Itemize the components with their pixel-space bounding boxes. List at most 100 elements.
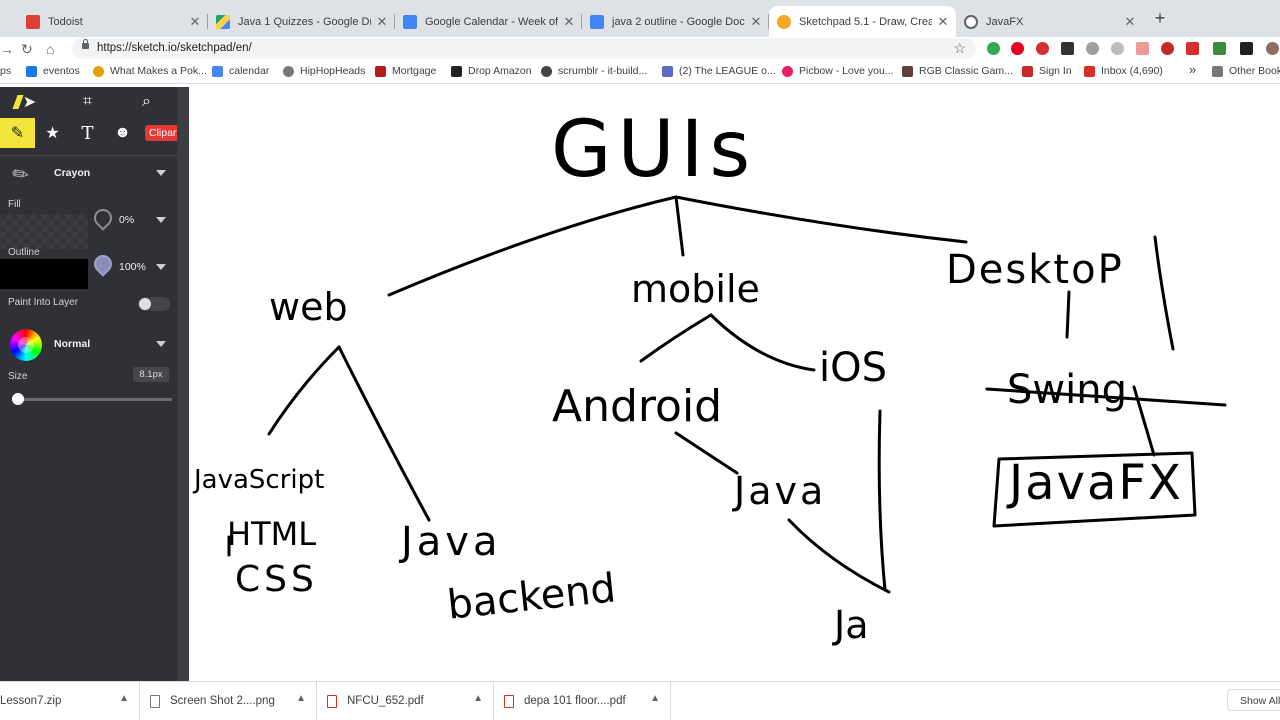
crop-icon[interactable]: ⌗	[82, 93, 92, 110]
outline-opacity-dropdown[interactable]	[156, 264, 166, 270]
bookmark-label: Inbox (4,690)	[1101, 65, 1163, 77]
tab-google-calendar[interactable]: Google Calendar - Week of Jun ✕	[395, 6, 582, 37]
extension-icon[interactable]	[1086, 42, 1099, 55]
download-item[interactable]: depa 101 floor....pdf ▲	[494, 682, 671, 720]
close-icon[interactable]: ✕	[937, 13, 949, 29]
chevron-up-icon[interactable]: ▲	[119, 693, 129, 704]
tab-title: Sketchpad 5.1 - Draw, Create, S	[799, 15, 932, 28]
bookmark-item[interactable]: Drop Amazon	[451, 65, 532, 77]
reload-icon[interactable]: ↻	[21, 41, 33, 57]
bookmark-item[interactable]: Inbox (4,690)	[1084, 65, 1163, 77]
game-icon	[902, 65, 913, 77]
chevron-up-icon[interactable]: ▲	[296, 693, 306, 704]
file-icon	[150, 694, 160, 708]
bookmark-star-icon[interactable]: ☆	[953, 40, 966, 56]
tab-google-drive[interactable]: Java 1 Quizzes - Google Drive ✕	[208, 6, 395, 37]
forward-arrow-icon[interactable]: →	[0, 41, 14, 57]
show-all-downloads-button[interactable]: Show All	[1227, 689, 1280, 711]
blend-mode-dropdown[interactable]	[156, 341, 166, 347]
bookmark-item[interactable]: (2) The LEAGUE o...	[662, 65, 776, 77]
more-bookmarks-button[interactable]: »	[1189, 62, 1197, 77]
slider-thumb[interactable]	[12, 393, 24, 405]
bookmark-item[interactable]: calendar	[212, 65, 269, 77]
extension-icon[interactable]	[1240, 42, 1253, 55]
share-arrow-icon[interactable]	[1061, 42, 1074, 55]
download-item[interactable]: Lesson7.zip ▲	[0, 682, 140, 720]
avatar[interactable]	[1266, 42, 1279, 55]
stroke-mobile-left	[639, 313, 713, 363]
size-value[interactable]: 8.1px	[133, 367, 169, 382]
emoji-icon[interactable]: ☻	[114, 124, 131, 141]
tab-javafx[interactable]: JavaFX ✕	[956, 6, 1143, 37]
extension-icon[interactable]	[1161, 42, 1174, 55]
bookmark-item[interactable]: scrumblr - it-build...	[541, 65, 647, 77]
outline-label: Outline	[8, 247, 40, 258]
select-arrow-icon[interactable]: ➤	[22, 94, 37, 111]
new-tab-button[interactable]: +	[1154, 8, 1166, 28]
bookmark-label: (2) The LEAGUE o...	[679, 65, 776, 77]
pinterest-icon[interactable]	[1011, 42, 1024, 55]
fill-color-swatch[interactable]	[0, 214, 88, 249]
close-icon[interactable]: ✕	[1124, 13, 1136, 29]
tab-sketchpad[interactable]: Sketchpad 5.1 - Draw, Create, S ✕	[769, 6, 956, 37]
close-icon[interactable]: ✕	[563, 13, 575, 29]
drawing-canvas[interactable]: GUIs web mobile DesktoP Android iOS Swin…	[189, 87, 1280, 681]
adblock-icon[interactable]	[1036, 42, 1049, 55]
chevron-up-icon[interactable]: ▲	[473, 693, 483, 704]
canvas-label-ios: iOS	[819, 345, 887, 391]
bookmark-item[interactable]: Picbow - Love you...	[782, 65, 894, 77]
close-icon[interactable]: ✕	[750, 13, 762, 29]
league-icon	[662, 65, 673, 77]
size-slider[interactable]	[12, 393, 172, 405]
download-filename: Lesson7.zip	[0, 695, 62, 707]
extension-icon[interactable]	[987, 42, 1000, 55]
outline-color-swatch[interactable]	[0, 259, 88, 289]
stroke-guis-web	[387, 195, 678, 297]
brush-type-label: Crayon	[54, 167, 91, 179]
bookmark-item[interactable]: ps	[0, 65, 11, 77]
home-icon[interactable]: ⌂	[46, 41, 55, 57]
outline-opacity-icon	[90, 251, 116, 277]
stroke-web-right	[337, 345, 431, 522]
close-icon[interactable]: ✕	[189, 13, 201, 29]
chevron-up-icon[interactable]: ▲	[650, 693, 660, 704]
address-bar[interactable]: https://sketch.io/sketchpad/en/ ☆	[72, 38, 976, 59]
extension-icon[interactable]	[1136, 42, 1149, 55]
facebook-icon	[26, 65, 37, 77]
panel-scrollbar[interactable]	[177, 87, 189, 681]
tab-todoist[interactable]: Todoist ✕	[18, 6, 208, 37]
paint-into-layer-toggle[interactable]	[138, 297, 170, 311]
pdf-file-icon	[327, 694, 337, 708]
bookmark-folder[interactable]: Other Book	[1212, 65, 1280, 77]
fill-opacity-dropdown[interactable]	[156, 217, 166, 223]
brush-type-dropdown[interactable]	[156, 170, 166, 176]
text-icon[interactable]: T	[81, 122, 94, 144]
extension-icon[interactable]	[1111, 42, 1124, 55]
canvas-label-javafx: JavaFX	[1009, 455, 1183, 511]
extension-icon[interactable]	[1186, 42, 1199, 55]
bookmark-item[interactable]: RGB Classic Gam...	[902, 65, 1013, 77]
stroke-android-java	[674, 431, 739, 475]
paint-into-layer-label: Paint Into Layer	[8, 297, 79, 308]
bookmark-item[interactable]: HipHopHeads	[283, 65, 365, 77]
pencil-icon[interactable]: ✎	[0, 118, 35, 148]
bookmark-item[interactable]: Mortgage	[375, 65, 436, 77]
close-icon[interactable]: ✕	[376, 13, 388, 29]
tab-google-docs[interactable]: java 2 outline - Google Docs ✕	[582, 6, 769, 37]
bookmark-label: RGB Classic Gam...	[919, 65, 1013, 77]
star-icon[interactable]: ★	[45, 125, 60, 142]
stroke-swing-strike	[985, 387, 1227, 407]
bookmark-item[interactable]: What Makes a Pok...	[93, 65, 207, 77]
download-item[interactable]: NFCU_652.pdf ▲	[317, 682, 494, 720]
clipart-button[interactable]: Clipart	[145, 125, 184, 141]
download-filename: NFCU_652.pdf	[347, 695, 424, 707]
reddit-icon	[283, 65, 294, 77]
stroke-java-ja	[787, 518, 891, 594]
color-wheel-icon[interactable]	[10, 329, 42, 361]
bookmark-item[interactable]: Sign In	[1022, 65, 1072, 77]
tab-title: JavaFX	[986, 15, 1024, 28]
extension-icon[interactable]	[1213, 42, 1226, 55]
download-item[interactable]: Screen Shot 2....png ▲	[140, 682, 317, 720]
zoom-search-icon[interactable]: ⌕	[142, 93, 151, 110]
bookmark-item[interactable]: eventos	[26, 65, 80, 77]
